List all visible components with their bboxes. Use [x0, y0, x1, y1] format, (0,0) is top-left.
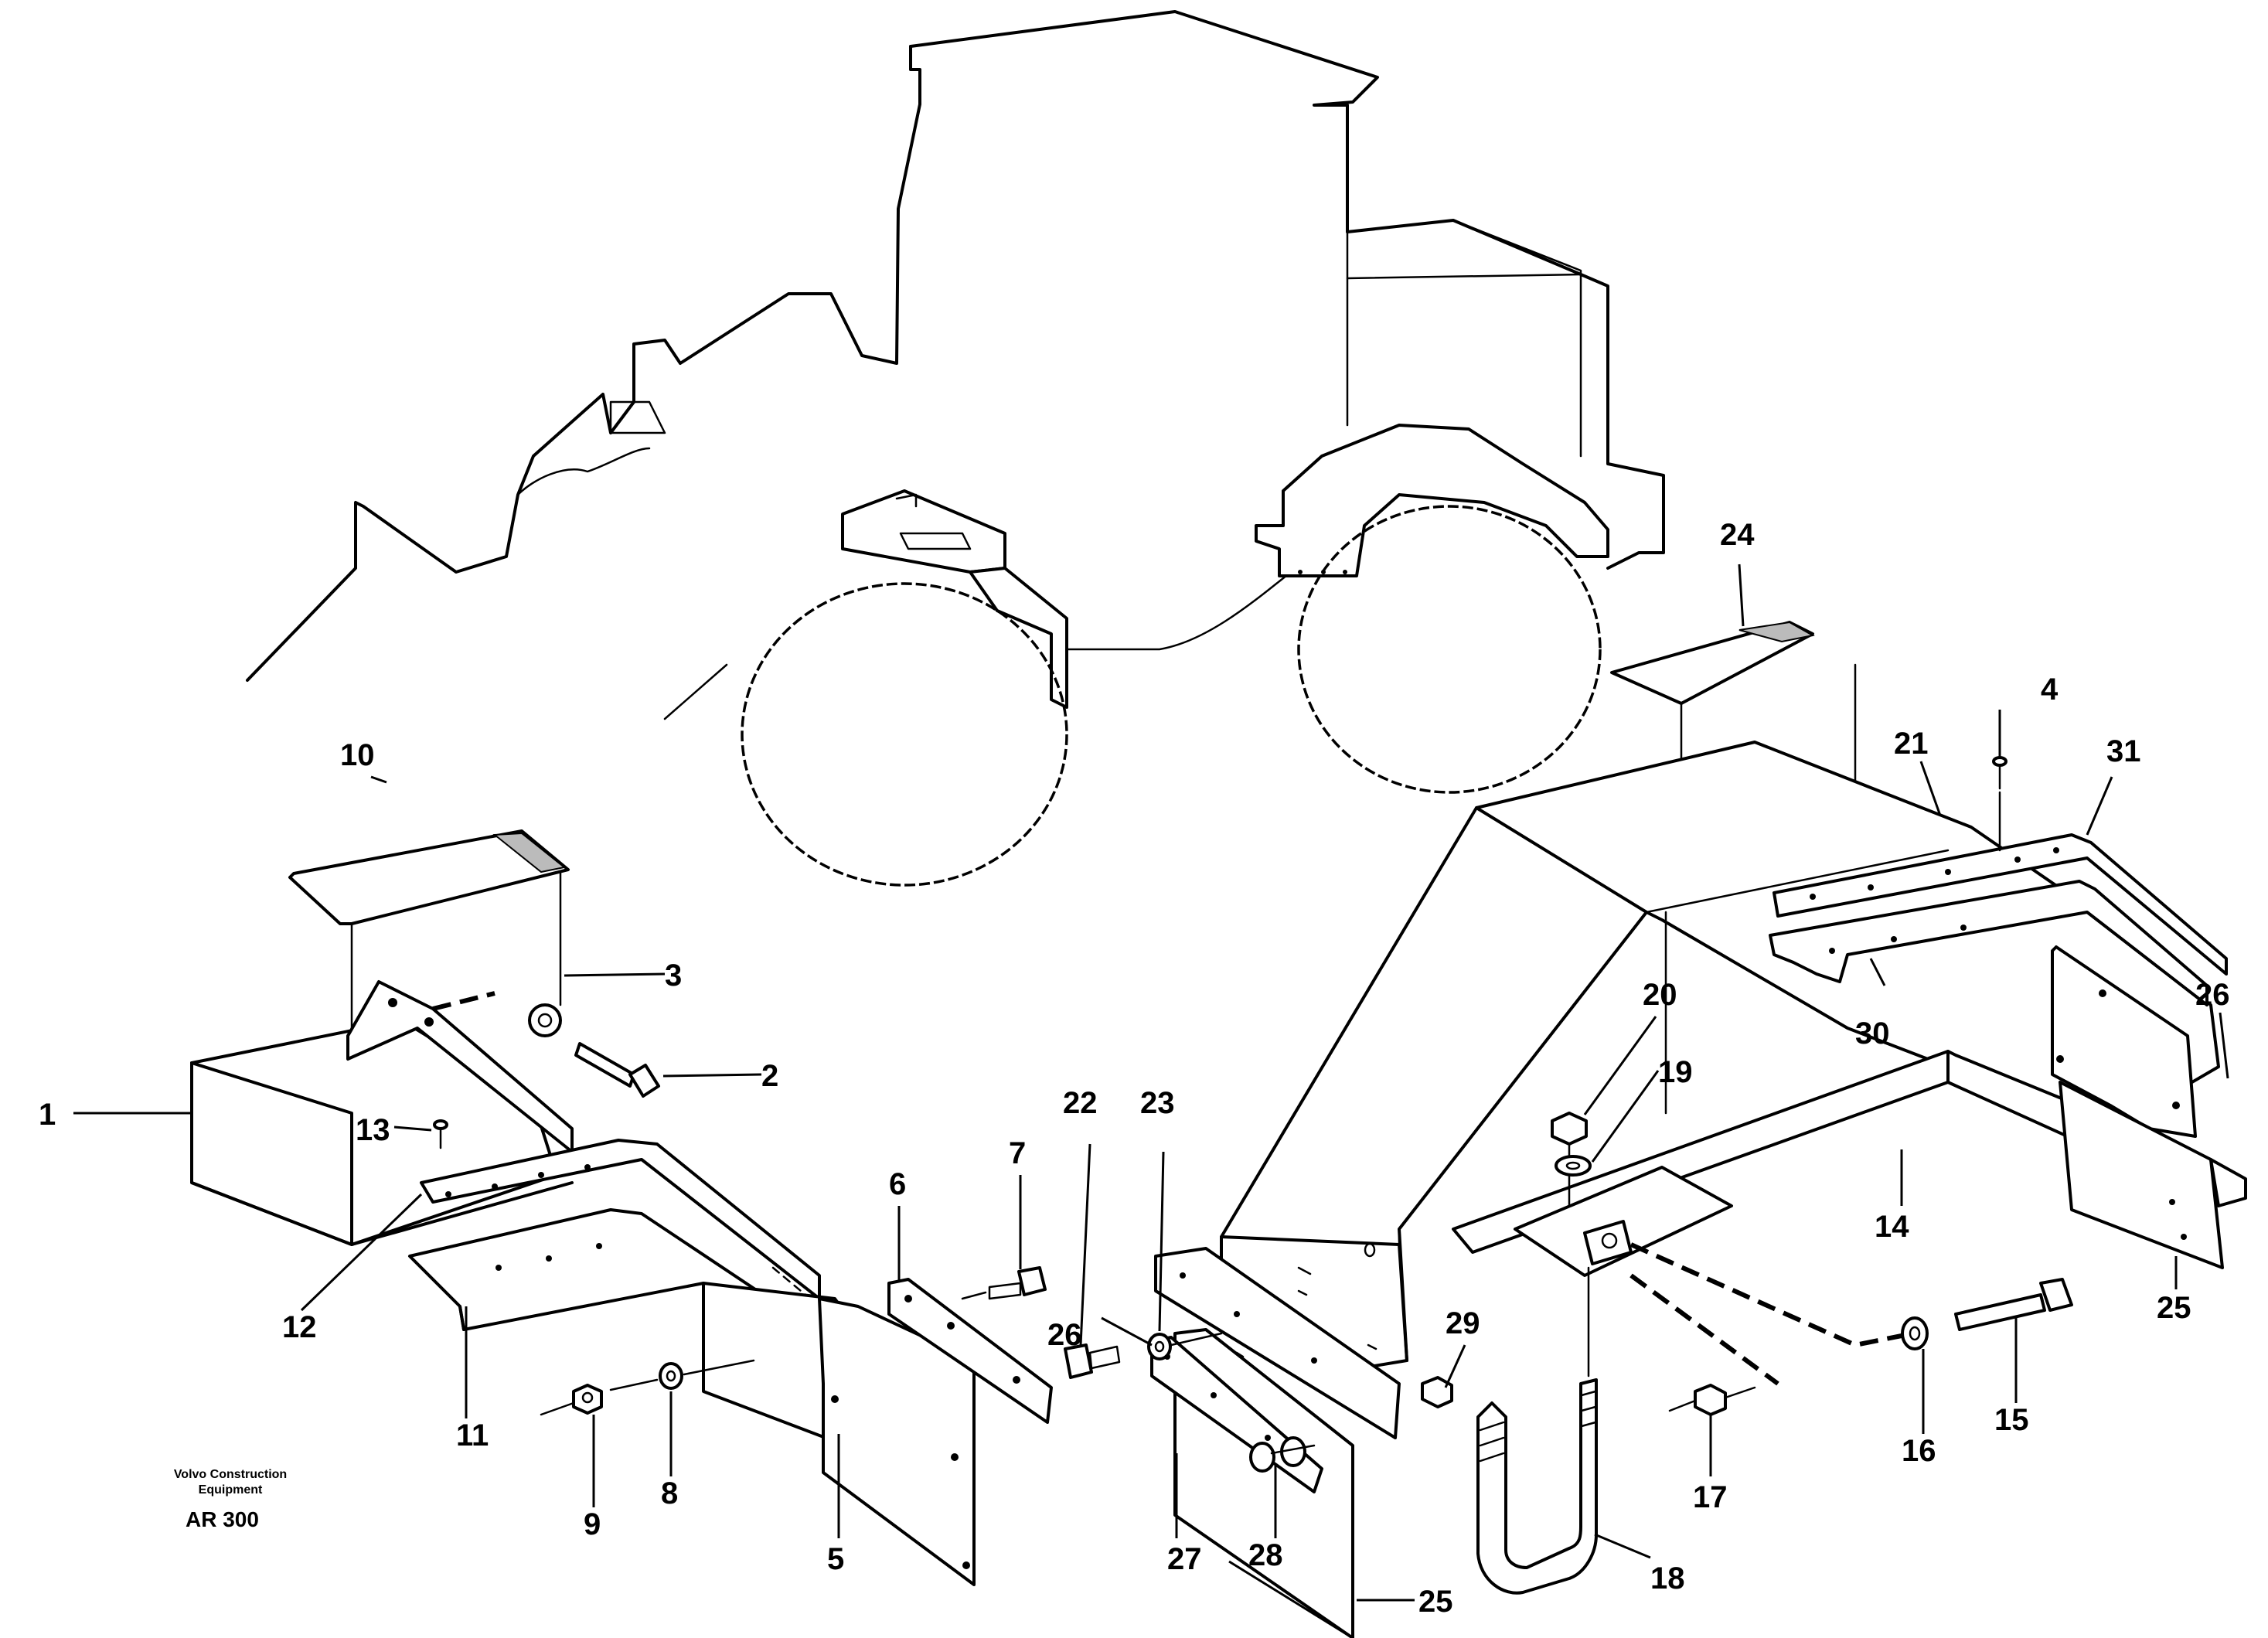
callout-15: 15: [1994, 1403, 2029, 1437]
callout-16: 16: [1902, 1434, 1936, 1468]
callout-24: 24: [1720, 518, 1755, 552]
callout-30: 30: [1855, 1017, 1890, 1051]
callout-23: 23: [1140, 1086, 1175, 1120]
callout-29: 29: [1446, 1306, 1480, 1340]
callout-1: 1: [39, 1098, 56, 1132]
leader-lines: [73, 564, 2229, 1638]
drawing-code: AR 300: [186, 1507, 259, 1531]
callout-21: 21: [1894, 727, 1929, 761]
callout-4: 4: [2041, 673, 2059, 707]
callout-22: 22: [1063, 1086, 1098, 1120]
callout-31: 31: [2106, 734, 2141, 768]
callout-11: 11: [456, 1418, 489, 1452]
callout-25-bottom: 25: [1418, 1585, 1453, 1619]
callout-3: 3: [665, 959, 682, 993]
callout-6: 6: [889, 1167, 906, 1201]
wheel-loader-outline: [246, 10, 1665, 887]
callout-labels: 1 2 3 4 5 6 7 8 9 10 11 12 13 14 15 16 1…: [39, 518, 2230, 1619]
callout-18: 18: [1650, 1561, 1685, 1595]
callout-25-right: 25: [2157, 1291, 2191, 1325]
rear-fender-assembly: [1064, 621, 2247, 1638]
callout-27: 27: [1167, 1542, 1202, 1576]
brand-block: Volvo Construction Equipment AR 300: [174, 1468, 287, 1531]
callout-26-left: 26: [1047, 1318, 1082, 1352]
front-fender-assembly: [190, 829, 1053, 1586]
callout-19: 19: [1658, 1055, 1693, 1089]
callout-13: 13: [356, 1113, 390, 1147]
callout-2: 2: [761, 1059, 778, 1093]
callout-14: 14: [1875, 1210, 1909, 1244]
callout-5: 5: [827, 1542, 844, 1576]
callout-10: 10: [340, 738, 375, 772]
callout-12: 12: [282, 1310, 317, 1344]
callout-17: 17: [1693, 1480, 1728, 1514]
callout-28: 28: [1248, 1538, 1283, 1572]
brand-line-1: Volvo Construction: [174, 1468, 287, 1481]
callout-7: 7: [1009, 1136, 1026, 1170]
callout-20: 20: [1643, 978, 1677, 1012]
callout-8: 8: [661, 1476, 678, 1510]
brand-line-2: Equipment: [199, 1483, 263, 1497]
callout-9: 9: [584, 1507, 601, 1541]
callout-26-right: 26: [2195, 978, 2230, 1012]
